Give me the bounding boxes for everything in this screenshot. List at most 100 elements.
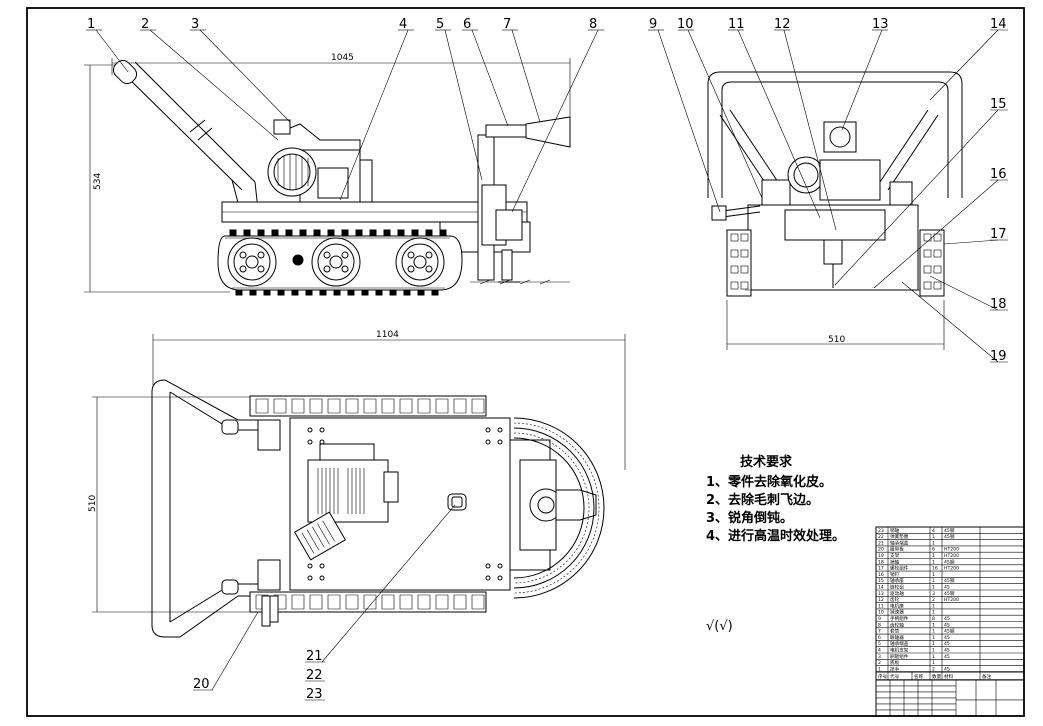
- bom-cell: 22: [878, 534, 884, 540]
- bom-cell: 8: [878, 622, 881, 628]
- plan-view: 1104 510: [88, 330, 626, 702]
- balloon-22: 22: [306, 668, 323, 683]
- bom-cell: 10: [878, 610, 884, 616]
- tech-item-2: 2、去除毛刺飞边。: [706, 492, 819, 508]
- roughness-symbol: √(√): [706, 619, 733, 634]
- dim-side-width: 510: [828, 335, 845, 345]
- bom-cell: 19: [878, 553, 884, 559]
- bom-cell: 2: [878, 660, 881, 666]
- balloon-9: 9: [649, 17, 657, 32]
- bom-cell: 2: [932, 597, 935, 603]
- bom-cell: 45: [944, 635, 950, 641]
- balloon-8: 8: [589, 17, 597, 32]
- balloon-14: 14: [990, 17, 1007, 32]
- balloon-23: 23: [306, 687, 323, 702]
- bom-cell: 链轮组: [890, 584, 904, 591]
- bom-cell: 电机座: [890, 602, 904, 609]
- bom-cell: 45: [944, 616, 950, 622]
- bom-header-cell: 材料: [944, 673, 954, 680]
- front-view: 1045 534: [84, 17, 604, 296]
- bom-cell: 扶手: [890, 665, 900, 672]
- bom-cell: 4: [932, 528, 935, 534]
- drawing-frame: [26, 7, 1025, 717]
- bom-cell: 1: [932, 585, 935, 591]
- dim-front-length: 1045: [331, 53, 354, 63]
- bom-cell: 刷辊组件: [890, 653, 909, 660]
- balloon-21: 21: [306, 649, 323, 664]
- bom-cell: 21: [878, 540, 884, 546]
- bom-header-cell: 数量: [932, 673, 942, 680]
- bom-cell: 45钢: [944, 628, 955, 635]
- balloon-20: 20: [193, 677, 210, 692]
- bom-cell: 电机支架: [890, 647, 909, 654]
- bom-cell: 45: [944, 585, 950, 591]
- bom-cell: 底板: [890, 659, 900, 666]
- bom-cell: 8: [932, 616, 935, 622]
- bom-cell: 1: [932, 610, 935, 616]
- bom-cell: 45钢: [944, 577, 955, 584]
- balloon-13: 13: [872, 17, 889, 32]
- balloon-3: 3: [191, 17, 199, 32]
- bom-cell: 驱动轴: [890, 590, 904, 597]
- balloon-5: 5: [436, 17, 444, 32]
- bom-cell: 1: [932, 622, 935, 628]
- bom-cell: 45: [944, 622, 950, 628]
- bom-cell: 6: [878, 635, 881, 641]
- bom-cell: 螺栓组件: [890, 565, 909, 572]
- bom-cell: 45: [944, 666, 950, 672]
- tech-title: 技术要求: [740, 454, 793, 470]
- bom-cell: 销轴: [890, 527, 900, 534]
- bom-cell: 1: [932, 559, 935, 565]
- bom-header-cell: 代号: [890, 673, 900, 680]
- bom-cell: 减速器: [890, 609, 904, 616]
- tech-item-4: 4、进行高温时效处理。: [706, 528, 845, 544]
- bom-cell: 1: [932, 660, 935, 666]
- bom-cell: 3: [878, 654, 881, 660]
- balloon-19: 19: [990, 349, 1007, 364]
- balloon-17: 17: [990, 227, 1007, 242]
- bom-cell: HT200: [944, 553, 959, 559]
- balloon-12: 12: [774, 17, 791, 32]
- balloon-7: 7: [503, 17, 511, 32]
- bom-cell: 7: [878, 629, 881, 635]
- bom-cell: 1: [932, 629, 935, 635]
- bom-cell: 支架: [890, 552, 900, 559]
- bom-cell: 18: [878, 559, 884, 565]
- bom-cell: 1: [932, 553, 935, 559]
- bom-cell: 23: [878, 528, 884, 534]
- bom-cell: 1: [932, 641, 935, 647]
- bom-cell: 套筒: [890, 628, 900, 635]
- dim-plan-length: 1104: [376, 330, 399, 340]
- dim-plan-width: 510: [88, 495, 98, 512]
- bom-cell: 16: [932, 566, 938, 572]
- bom-cell: 45钢: [944, 527, 955, 534]
- bom-cell: 13: [878, 591, 884, 597]
- tech-item-1: 1、零件去除氧化皮。: [706, 474, 832, 490]
- bom-cell: 联轴器: [890, 634, 904, 641]
- bom-cell: HT200: [944, 597, 959, 603]
- bom-cell: 45钢: [944, 590, 955, 597]
- balloon-6: 6: [463, 17, 471, 32]
- bom-cell: 1: [932, 648, 935, 654]
- bom-cell: 20: [878, 547, 884, 553]
- bom-header-cell: 备注: [982, 673, 992, 680]
- bom-cell: 齿轮: [890, 596, 900, 603]
- bom-cell: 轴承座: [890, 577, 904, 584]
- balloon-2: 2: [141, 17, 149, 32]
- bom-cell: 1: [932, 654, 935, 660]
- bom-cell: 销钉: [890, 571, 900, 578]
- bom-cell: 1: [932, 540, 935, 546]
- balloon-10: 10: [677, 17, 694, 32]
- bom-cell: 2: [932, 666, 935, 672]
- bom-cell: 1: [932, 578, 935, 584]
- bom-cell: 齿轮轴: [890, 621, 904, 628]
- bom-cell: 销轴: [890, 558, 900, 565]
- bom-cell: 手柄组件: [890, 615, 909, 622]
- bom-cell: HT200: [944, 566, 959, 572]
- bom-cell: 轴承端盖: [890, 539, 909, 546]
- bom-cell: 11: [878, 603, 884, 609]
- balloon-1: 1: [87, 17, 95, 32]
- bom-cell: 14: [878, 585, 884, 591]
- bom-header-cell: 序号: [878, 673, 888, 680]
